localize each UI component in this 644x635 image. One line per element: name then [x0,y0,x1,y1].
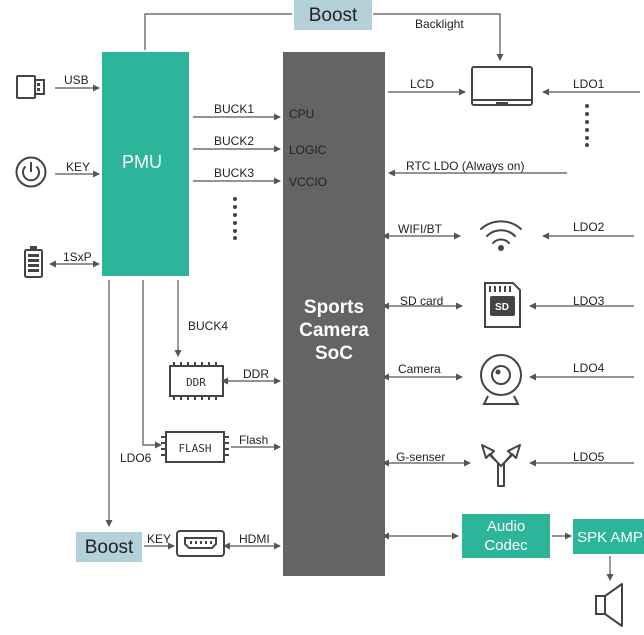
battery-icon [24,246,43,278]
flash-chip-icon [161,431,229,463]
soc-block [283,52,385,576]
audio-codec-block [462,514,550,558]
key-bottom-label: KEY [147,532,171,546]
ldo3-label: LDO3 [573,294,605,308]
rtc-label: RTC LDO (Always on) [406,159,524,173]
wifi-icon [480,220,522,251]
vccio-label: VCCIO [289,175,327,189]
usb-plug-icon [16,75,45,99]
pmu-label: PMU [122,152,162,172]
g-sensor-icon [481,444,521,487]
ldo1-label: LDO1 [573,77,605,91]
soc-label-line2: Camera [299,320,369,341]
flash-chip-label: FLASH [178,442,211,455]
backlight-line [373,13,504,61]
soc-label-line3: SoC [315,343,353,364]
onesxp-label: 1SxP [63,250,92,264]
sd-icon-label: SD [495,302,509,313]
flash-label: Flash [239,433,268,447]
usb-label: USB [64,73,89,87]
sdcard-label: SD card [400,294,443,308]
spk-amp-block [573,519,644,554]
key-left-label: KEY [66,160,90,174]
boost-top-block [294,0,372,30]
power-button-icon [15,156,47,188]
pmu-to-boost-line [144,13,292,50]
backlight-label: Backlight [415,17,464,31]
buck4-label: BUCK4 [188,319,228,333]
speaker-icon [595,583,623,627]
lcd-label: LCD [410,77,434,91]
hdmi-port-icon [176,530,225,557]
wifi-label: WIFI/BT [398,222,443,236]
hdmi-label: HDMI [239,532,270,546]
ldo2-label: LDO2 [573,220,605,234]
camera-label: Camera [398,362,441,376]
buck2-label: BUCK2 [214,134,254,148]
logic-label: LOGIC [289,143,327,157]
soc-label-line1: Sports [304,297,364,318]
webcam-icon [480,354,522,405]
ddr-label: DDR [243,367,269,381]
ldo5-label: LDO5 [573,450,605,464]
ldo4-label: LDO4 [573,361,605,375]
spk-amp-label: SPK AMP [577,529,643,546]
boost-bottom-block [76,532,142,562]
ldo6-label: LDO6 [120,451,152,465]
audio-codec-line2: Codec [484,537,528,554]
cpu-label: CPU [289,107,314,121]
ddr-chip-label: DDR [186,376,206,389]
laptop-display-icon [471,66,533,106]
gsenser-label: G-senser [396,450,445,464]
sd-card-icon [484,282,521,328]
boost-top-label: Boost [309,5,358,26]
more-ldos-dots [585,104,589,147]
ldo6-line [142,280,162,449]
buck1-label: BUCK1 [214,102,254,116]
audio-codec-line1: Audio [487,518,525,535]
buck3-label: BUCK3 [214,166,254,180]
boost-bottom-label: Boost [85,537,134,558]
pmu-block [102,52,189,276]
more-bucks-dots [233,197,237,240]
